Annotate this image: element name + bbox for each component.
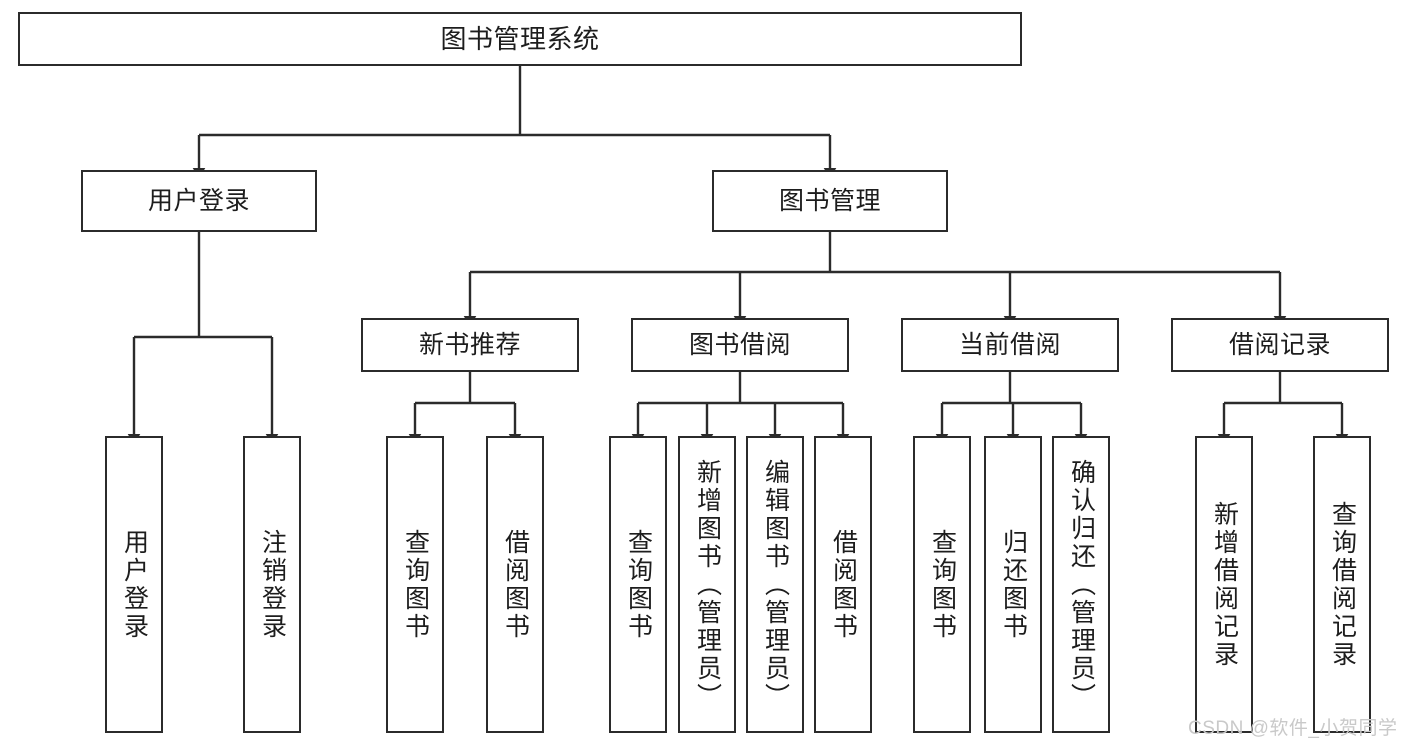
node-leaf-rec-query[interactable]: 查询图书: [386, 436, 444, 733]
node-leaf-cb-confirm[interactable]: 确认归还（管理员）: [1052, 436, 1110, 733]
node-label: 借阅记录: [1228, 330, 1331, 359]
node-label: 新增借阅记录: [1210, 500, 1239, 669]
node-label: 查询借阅记录: [1328, 500, 1357, 669]
node-current-borrow[interactable]: 当前借阅: [901, 318, 1119, 372]
node-label: 图书管理: [778, 186, 881, 215]
node-leaf-bb-query[interactable]: 查询图书: [609, 436, 667, 733]
node-label: 借阅图书: [501, 528, 530, 641]
node-leaf-bb-edit[interactable]: 编辑图书（管理员）: [746, 436, 804, 733]
node-label: 查询图书: [928, 528, 957, 641]
node-label: 当前借阅: [958, 330, 1061, 359]
node-label: 用户登录: [147, 186, 250, 215]
node-leaf-cb-query[interactable]: 查询图书: [913, 436, 971, 733]
node-leaf-br-add[interactable]: 新增借阅记录: [1195, 436, 1253, 733]
node-leaf-br-query[interactable]: 查询借阅记录: [1313, 436, 1371, 733]
node-leaf-bb-add[interactable]: 新增图书（管理员）: [678, 436, 736, 733]
csdn-watermark: CSDN @软件_小贺同学: [1188, 718, 1398, 739]
node-leaf-bb-borrow[interactable]: 借阅图书: [814, 436, 872, 733]
node-leaf-user-login[interactable]: 用户登录: [105, 436, 163, 733]
node-label: 新增图书（管理员）: [693, 458, 722, 711]
edge-group: [127, 66, 1349, 445]
node-leaf-logout[interactable]: 注销登录: [243, 436, 301, 733]
node-label: 查询图书: [401, 528, 430, 641]
node-label: 用户登录: [120, 528, 149, 641]
node-new-book-rec[interactable]: 新书推荐: [361, 318, 579, 372]
node-user-login[interactable]: 用户登录: [81, 170, 317, 232]
node-label: 归还图书: [999, 528, 1028, 641]
node-leaf-rec-borrow[interactable]: 借阅图书: [486, 436, 544, 733]
node-label: 查询图书: [624, 528, 653, 641]
node-label: 编辑图书（管理员）: [761, 458, 790, 711]
node-leaf-cb-return[interactable]: 归还图书: [984, 436, 1042, 733]
node-label: 确认归还（管理员）: [1067, 458, 1096, 711]
node-label: 新书推荐: [418, 330, 521, 359]
node-label: 借阅图书: [829, 528, 858, 641]
node-borrow-record[interactable]: 借阅记录: [1171, 318, 1389, 372]
node-root[interactable]: 图书管理系统: [18, 12, 1022, 66]
node-book-borrow[interactable]: 图书借阅: [631, 318, 849, 372]
node-book-manage[interactable]: 图书管理: [712, 170, 948, 232]
node-label: 图书管理系统: [440, 23, 600, 54]
node-label: 注销登录: [258, 528, 287, 641]
node-label: 图书借阅: [688, 330, 791, 359]
